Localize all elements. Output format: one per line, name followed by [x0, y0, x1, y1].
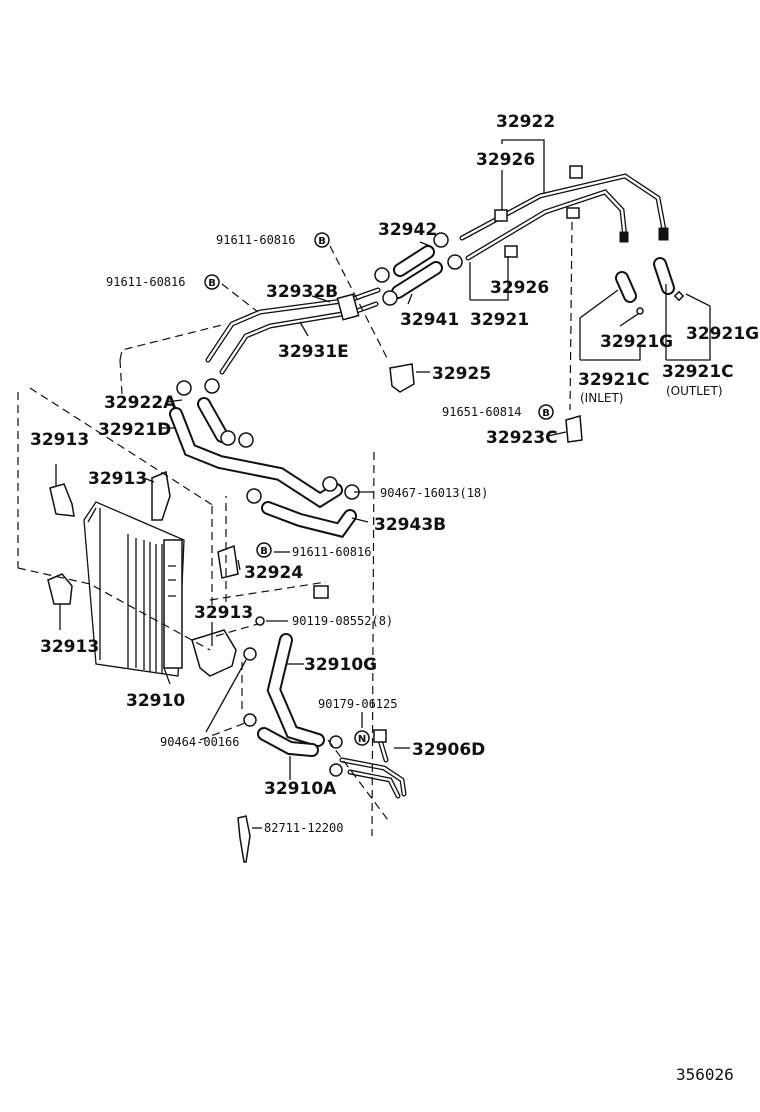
label-32932B: 32932B: [266, 282, 338, 302]
bolt-82711-icon: [237, 815, 251, 863]
clamp-icon: [569, 165, 583, 179]
bracket-32913-icon: [191, 629, 237, 677]
label-32942: 32942: [378, 220, 437, 240]
label-32910: 32910: [126, 691, 185, 711]
clamp-32926-icon: [494, 209, 508, 222]
label-32922: 32922: [496, 112, 555, 132]
hose-clamp-icon: [433, 232, 449, 248]
oil-cooler-32910: [83, 501, 185, 677]
bracket-32913-icon: [151, 470, 171, 521]
marker-b-text: B: [542, 408, 550, 419]
hose-32921D-32943B: [169, 378, 360, 538]
label-91611-60816: 91611-60816: [216, 233, 295, 247]
label-32925: 32925: [432, 364, 491, 384]
pipe-bracket-icon: [336, 293, 360, 321]
label-32921C-inlet: 32921C: [578, 370, 650, 390]
label-90464-00166: 90464-00166: [160, 735, 239, 749]
label-32926: 32926: [476, 150, 535, 170]
label-91611-60816: 91611-60816: [106, 275, 185, 289]
hose-clamp-icon: [243, 713, 257, 727]
hose-clamp-icon: [322, 476, 338, 492]
hose-clamp-icon: [243, 647, 257, 661]
marker-n: N: [354, 730, 370, 746]
label-32921C-outlet: 32921C: [662, 362, 734, 382]
hose-clamp-icon: [329, 763, 343, 777]
label-32913: 32913: [30, 430, 89, 450]
hose-clamp-icon: [220, 430, 236, 446]
label-32943B: 32943B: [374, 515, 446, 535]
bracket-32913-icon: [49, 483, 75, 517]
label-32921: 32921: [470, 310, 529, 330]
label-32923C: 32923C: [486, 428, 558, 448]
label-inlet: (INLET): [580, 391, 623, 405]
bracket-32913-icon: [47, 573, 73, 605]
label-32913: 32913: [88, 469, 147, 489]
label-32921G: 32921G: [600, 332, 673, 352]
clamp-32923C-icon: [565, 415, 583, 443]
clamp-32926-icon: [504, 245, 518, 258]
label-90119-08552: 90119-08552(8): [292, 614, 393, 628]
clamp-icon: [313, 585, 329, 599]
marker-b-text: B: [208, 278, 216, 289]
marker-b-2: B: [204, 274, 220, 290]
label-32910A: 32910A: [264, 779, 337, 799]
label-32921D: 32921D: [98, 420, 171, 440]
hose-clamp-icon: [329, 735, 343, 749]
pipe-assembly-32922: [459, 165, 669, 261]
label-32926: 32926: [490, 278, 549, 298]
label-32906D: 32906D: [412, 740, 485, 760]
marker-b-4: B: [256, 542, 272, 558]
hose-clamp-icon: [246, 488, 262, 504]
bracket-32924-icon: [217, 544, 239, 579]
bolt-90119-icon: [255, 616, 265, 626]
label-32910G: 32910G: [304, 655, 377, 675]
marker-b-1: B: [314, 232, 330, 248]
pipe-assembly-32932B-32931E: [205, 287, 381, 375]
marker-b-text: B: [318, 236, 326, 247]
diagram-id: 356026: [676, 1065, 734, 1084]
marker-n-text: N: [358, 734, 366, 745]
hose-clamp-icon: [447, 254, 463, 270]
label-90467-16013: 90467-16013(18): [380, 486, 488, 500]
label-91611-60816: 91611-60816: [292, 545, 371, 559]
hose-32910G-32910A-32906D: [243, 633, 407, 799]
leader-lines: [17, 139, 711, 837]
hose-clamp-icon: [204, 378, 220, 394]
hose-clamp-icon: [374, 267, 390, 283]
hose-clamp-icon: [382, 290, 398, 306]
hose-32942-32941: [374, 232, 463, 306]
label-32941: 32941: [400, 310, 459, 330]
label-91651-60814: 91651-60814: [442, 405, 521, 419]
brackets-32913: [47, 470, 237, 677]
label-90179-06125: 90179-06125: [318, 697, 397, 711]
label-32921G: 32921G: [686, 324, 759, 344]
clamp-icon: [566, 207, 580, 219]
label-32924: 32924: [244, 563, 303, 583]
pipe-end-fitting-icon: [658, 227, 669, 241]
marker-b-text: B: [260, 546, 268, 557]
hose-32921G-inlet-outlet: [615, 257, 685, 315]
hose-clamp-icon: [238, 432, 254, 448]
label-outlet: (OUTLET): [666, 384, 723, 398]
hose-clamp-icon: [176, 380, 192, 396]
label-32922A: 32922A: [104, 393, 177, 413]
bracket-32925-icon: [389, 363, 415, 393]
label-82711-12200: 82711-12200: [264, 821, 343, 835]
pipe-end-fitting-icon: [619, 231, 629, 243]
label-32913: 32913: [194, 603, 253, 623]
label-32913: 32913: [40, 637, 99, 657]
label-32931E: 32931E: [278, 342, 349, 362]
marker-b-3: B: [538, 404, 554, 420]
